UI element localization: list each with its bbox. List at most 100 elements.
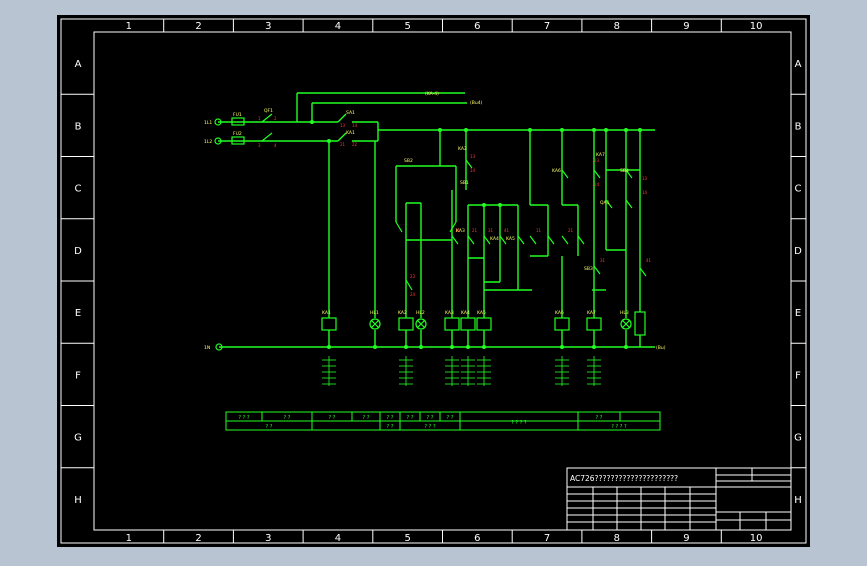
svg-text:11: 11 <box>536 228 542 233</box>
column-label: 3 <box>265 21 271 32</box>
svg-text:SA1: SA1 <box>346 110 355 116</box>
svg-text:KA2: KA2 <box>398 310 407 316</box>
svg-text:2: 2 <box>274 116 277 121</box>
svg-text:KA7: KA7 <box>587 310 596 316</box>
svg-text:KA3: KA3 <box>445 310 454 316</box>
svg-text:KA7: KA7 <box>596 152 605 158</box>
column-label: 6 <box>474 21 480 32</box>
row-label: E <box>75 308 81 319</box>
title-block <box>566 467 792 531</box>
svg-text:KA2: KA2 <box>458 146 467 152</box>
column-label: 5 <box>404 533 410 544</box>
svg-text:? ? ?: ? ? ? <box>238 415 249 421</box>
svg-text:11: 11 <box>455 228 461 233</box>
svg-text:1L1: 1L1 <box>204 120 212 126</box>
junction-dots <box>310 120 642 349</box>
svg-text:KA5: KA5 <box>477 310 486 316</box>
svg-text:QF1: QF1 <box>264 108 273 114</box>
svg-text:4: 4 <box>274 143 277 148</box>
svg-text:? ?: ? ? <box>363 415 370 421</box>
svg-text:SB1: SB1 <box>460 180 469 186</box>
svg-text:31: 31 <box>600 258 606 263</box>
column-label: 2 <box>195 533 201 544</box>
row-label: H <box>794 495 802 506</box>
svg-text:13: 13 <box>470 154 476 159</box>
svg-text:? ? ? ?: ? ? ? ? <box>611 424 627 430</box>
svg-text:22: 22 <box>352 142 358 147</box>
svg-text:1: 1 <box>258 116 261 121</box>
circuit-wires <box>218 92 655 348</box>
svg-text:? ? ?: ? ? ? <box>424 424 435 430</box>
svg-text:21: 21 <box>568 228 574 233</box>
row-label: F <box>795 370 801 381</box>
column-label: 9 <box>683 21 689 32</box>
svg-text:31: 31 <box>488 228 494 233</box>
svg-text:SB2: SB2 <box>404 158 413 164</box>
svg-text:KA4: KA4 <box>461 310 470 316</box>
svg-text:23: 23 <box>594 158 600 163</box>
svg-text:QA1: QA1 <box>600 200 610 206</box>
svg-text:KA5: KA5 <box>506 236 515 242</box>
svg-text:? ?: ? ? <box>266 424 273 430</box>
svg-text:3: 3 <box>258 143 261 148</box>
svg-text:SB3: SB3 <box>584 266 593 272</box>
column-label: 6 <box>474 533 480 544</box>
svg-text:KA3: KA3 <box>456 228 465 234</box>
svg-text:21: 21 <box>340 142 346 147</box>
row-label: D <box>794 246 802 257</box>
zone-dividers <box>61 19 806 543</box>
svg-text:KA4: KA4 <box>490 236 499 242</box>
svg-text:KA6: KA6 <box>555 310 564 316</box>
row-label: C <box>795 184 802 195</box>
column-label: 10 <box>750 533 763 544</box>
column-label: 7 <box>544 533 550 544</box>
coil-symbols <box>321 311 646 336</box>
row-label: A <box>795 59 802 70</box>
svg-text:FU2: FU2 <box>233 131 242 137</box>
row-label: B <box>75 121 82 132</box>
column-label: 1 <box>126 533 132 544</box>
svg-text:14: 14 <box>470 168 476 173</box>
legend-text: ? ? ? ? ? ? ? ? ? ? ? ? ? ? ? ? ? ? ? ? … <box>238 415 627 430</box>
svg-text:? ?: ? ? <box>596 415 603 421</box>
svg-text:(Bu): (Bu) <box>656 345 666 351</box>
row-label: B <box>795 121 802 132</box>
row-label: H <box>74 495 82 506</box>
svg-text:HL1: HL1 <box>370 310 379 316</box>
svg-text:HL3: HL3 <box>620 310 629 316</box>
svg-text:? ? ? ?: ? ? ? ? <box>511 420 527 426</box>
bus-labels: (KA-4) (Bu4) (Bu) <box>425 91 666 351</box>
title-block-title: AC726????????????????????? <box>570 474 678 483</box>
svg-text:14: 14 <box>352 123 358 128</box>
column-label: 3 <box>265 533 271 544</box>
svg-text:23: 23 <box>410 274 416 279</box>
column-label: 9 <box>683 533 689 544</box>
svg-text:KA1: KA1 <box>346 130 355 136</box>
svg-text:SB4: SB4 <box>620 168 629 174</box>
row-label: D <box>74 246 82 257</box>
device-labels: KA1 HL1 KA2 HL2 KA3 KA4 KA5 KA6 KA7 HL3 <box>322 310 629 316</box>
svg-text:13: 13 <box>642 176 648 181</box>
svg-text:KA1: KA1 <box>322 310 331 316</box>
svg-text:? ?: ? ? <box>447 415 454 421</box>
svg-text:21: 21 <box>472 228 478 233</box>
row-label: C <box>75 184 82 195</box>
svg-text:13: 13 <box>340 123 346 128</box>
svg-text:? ?: ? ? <box>387 415 394 421</box>
column-label: 8 <box>614 533 620 544</box>
column-label: 4 <box>335 21 341 32</box>
lamp-symbols <box>369 318 632 330</box>
column-label: 7 <box>544 21 550 32</box>
cross-reference-marks <box>322 356 601 386</box>
row-label: F <box>75 370 81 381</box>
svg-text:1N: 1N <box>204 345 210 351</box>
svg-text:KA6: KA6 <box>552 168 561 174</box>
svg-text:1L2: 1L2 <box>204 139 212 145</box>
contact-labels: SA1 KA1 KA2 SB1 SB2 KA3 KA4 KA5 KA6 SB3 … <box>346 110 629 272</box>
svg-text:? ?: ? ? <box>284 415 291 421</box>
column-label: 2 <box>195 21 201 32</box>
